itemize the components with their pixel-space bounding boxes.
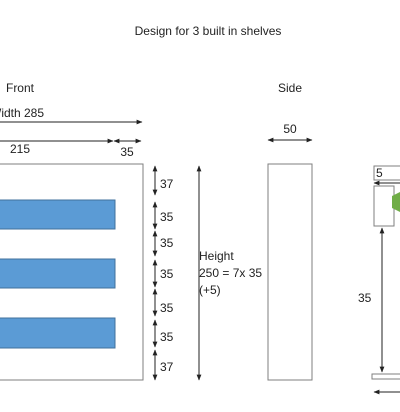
detail-height-label: 35 bbox=[358, 291, 372, 305]
gap-label-6: 35 bbox=[160, 330, 174, 344]
shelf-3 bbox=[0, 317, 116, 349]
gap-label-1: 37 bbox=[160, 177, 174, 191]
detail-bottom-shelf bbox=[371, 373, 400, 380]
gap-label-4: 35 bbox=[160, 267, 174, 281]
gap-label-7: 37 bbox=[160, 360, 174, 374]
diagram-title: Design for 3 built in shelves bbox=[135, 24, 282, 38]
gap-label-3: 35 bbox=[160, 236, 174, 250]
gap-label-2: 35 bbox=[160, 210, 174, 224]
height-label-line-3: (+5) bbox=[199, 283, 221, 297]
shelf-1 bbox=[0, 199, 116, 230]
front-cabinet-outline bbox=[0, 163, 144, 381]
detail-top-label: 5 bbox=[376, 166, 383, 180]
height-label-line-2: 250 = 7x 35 bbox=[199, 266, 262, 280]
side-panel-outline bbox=[267, 163, 313, 381]
detail-side-upright bbox=[373, 185, 395, 227]
front-width-label: Width 285 bbox=[0, 106, 44, 120]
front-inner-width-label: 215 bbox=[10, 142, 30, 156]
detail-bracket bbox=[392, 192, 400, 212]
side-depth-label: 50 bbox=[283, 122, 297, 136]
gap-label-5: 35 bbox=[160, 301, 174, 315]
front-label: Front bbox=[6, 81, 35, 95]
front-side-width-label: 35 bbox=[120, 145, 134, 159]
shelf-2 bbox=[0, 258, 116, 289]
side-label: Side bbox=[278, 81, 302, 95]
height-label-line-1: Height bbox=[199, 249, 234, 263]
detail-top-box bbox=[373, 165, 400, 181]
